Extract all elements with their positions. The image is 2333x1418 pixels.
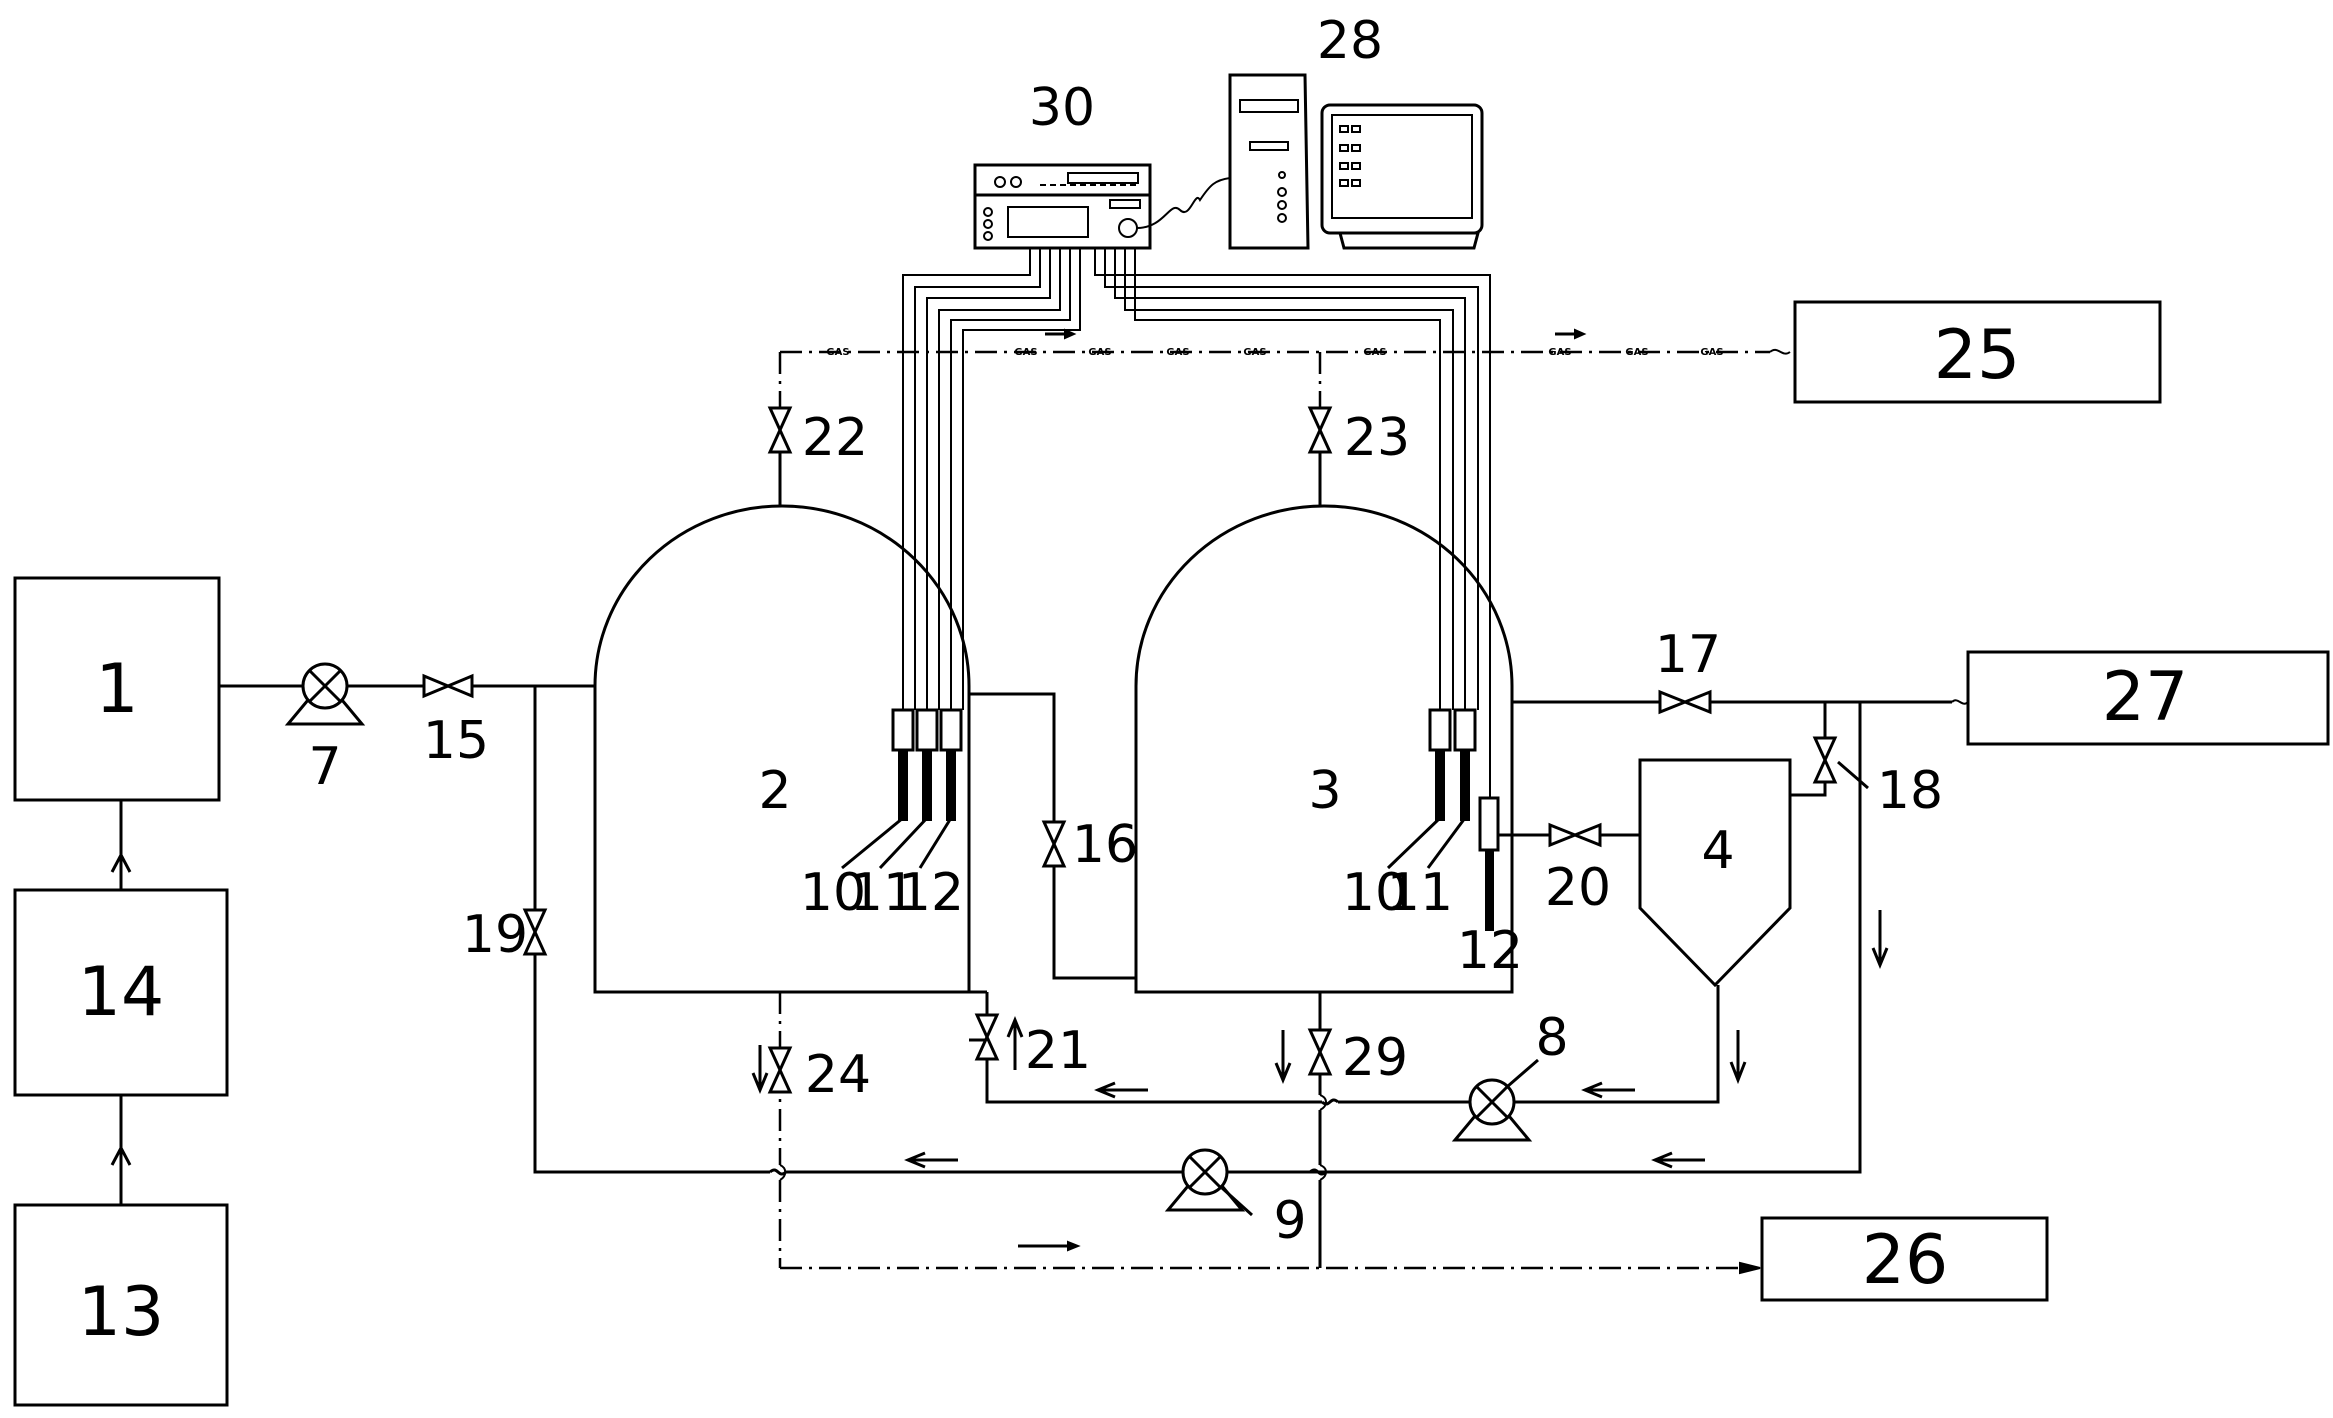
valve-22-label: 22: [802, 408, 868, 468]
gas-tag: GAS: [826, 347, 849, 358]
arrow-return-down: [1871, 910, 1889, 969]
pump-7: 7: [284, 662, 366, 797]
box-14-label: 14: [78, 953, 165, 1032]
sensor-10b-label: 10: [1342, 863, 1408, 923]
tank-3: 3: [1134, 504, 1514, 994]
gas-tag: GAS: [1166, 347, 1189, 358]
pump-7-label: 7: [308, 737, 341, 797]
tank-2-label: 2: [758, 761, 791, 821]
valve-20: 20: [1498, 822, 1640, 918]
settler-4-label: 4: [1701, 821, 1734, 881]
box-25: 25: [1793, 300, 2162, 404]
arrow-13-to-14: [110, 1095, 132, 1205]
valve-29-label: 29: [1342, 1028, 1408, 1088]
box-27: 27: [1966, 650, 2330, 746]
pump-8: 8: [1451, 1008, 1569, 1142]
valve-29: 29: [1274, 1028, 1408, 1088]
box-26: 26: [1760, 1216, 2049, 1302]
tank-3-label: 3: [1308, 761, 1341, 821]
controller-30-label: 30: [1029, 78, 1095, 138]
gas-line-to-25: GAS GAS GAS GAS GAS GAS GAS GAS GAS: [778, 328, 1791, 420]
valve-21-label: 21: [1025, 1021, 1091, 1081]
box-27-label: 27: [2102, 658, 2189, 737]
gas-tag: GAS: [1363, 347, 1386, 358]
gas-tag: GAS: [1014, 347, 1037, 358]
pump-9: 9: [1164, 1148, 1307, 1251]
valve-17-label: 17: [1655, 625, 1721, 685]
gas-tag: GAS: [1548, 347, 1571, 358]
valve-24-label: 24: [805, 1045, 871, 1105]
sensor-12b-label: 12: [1457, 921, 1523, 981]
settler-4: 4: [1638, 758, 1792, 988]
box-1: 1: [13, 576, 221, 802]
box-26-label: 26: [1862, 1221, 1949, 1300]
outflow-line-17: 17: [1512, 625, 1969, 715]
valve-19-label: 19: [462, 905, 528, 965]
tank-2: 2: [593, 504, 971, 994]
computer-28-label: 28: [1317, 11, 1383, 71]
sensor-group-tank-3: 10 11 12: [1342, 708, 1523, 981]
valve-21: 21: [974, 992, 1091, 1102]
valve-22: 22: [767, 406, 868, 505]
box-13-label: 13: [78, 1273, 165, 1352]
valve-24: 24: [751, 1045, 871, 1105]
pump-8-label: 8: [1535, 1008, 1568, 1068]
valve-18: 18: [1790, 702, 1943, 821]
controller-30: 30: [973, 78, 1231, 250]
gas-tag: GAS: [1243, 347, 1266, 358]
valve-16-label: 16: [1072, 815, 1138, 875]
valve-23: 23: [1307, 406, 1410, 505]
box-25-label: 25: [1934, 316, 2021, 395]
drain-line-to-26: [778, 992, 1761, 1275]
sensor-11b-label: 11: [1387, 863, 1453, 923]
box-14: 14: [13, 888, 229, 1097]
box-1-label: 1: [95, 650, 138, 729]
pump-9-label: 9: [1273, 1191, 1306, 1251]
gas-tag: GAS: [1700, 347, 1723, 358]
valve-23-label: 23: [1344, 408, 1410, 468]
valve-18-label: 18: [1877, 761, 1943, 821]
valve-15-label: 15: [423, 711, 489, 771]
valve-15: 15: [422, 673, 489, 771]
gas-tag: GAS: [1088, 347, 1111, 358]
arrow-14-to-1: [110, 800, 132, 890]
box-13: 13: [13, 1203, 229, 1407]
signal-cables: [902, 248, 1491, 798]
sensor-group-tank-2: 10 11 12: [800, 708, 964, 923]
computer-28: 28: [1228, 11, 1484, 250]
sensor-12-label: 12: [898, 863, 964, 923]
transfer-line-16: 16: [969, 692, 1138, 980]
sensor-10-label: 10: [800, 863, 866, 923]
valve-20-label: 20: [1545, 858, 1611, 918]
sensor-11-label: 11: [850, 863, 916, 923]
gas-tag: GAS: [1625, 347, 1648, 358]
